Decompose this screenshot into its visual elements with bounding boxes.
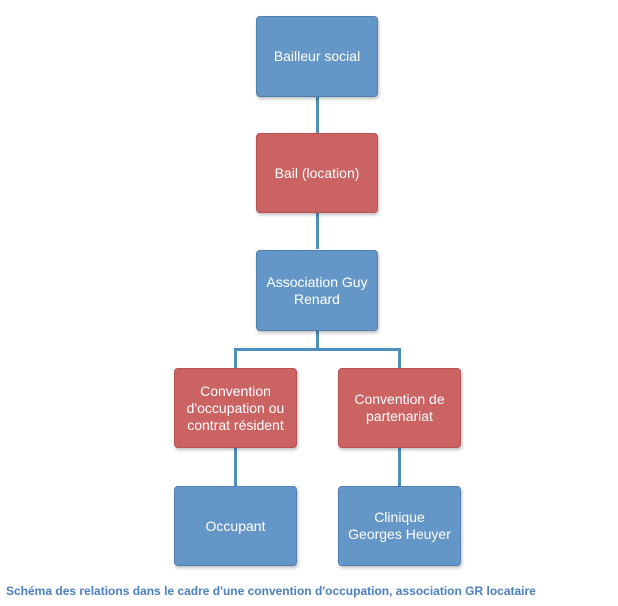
connector-bailleur-bail [316,97,319,133]
node-clinique-georges-heuyer: Clinique Georges Heuyer [338,486,461,566]
connector-left-bottom [234,448,237,486]
node-association-guy-renard: Association Guy Renard [256,250,378,331]
connector-horizontal-split [234,348,401,351]
connector-right-bottom [398,448,401,486]
node-bailleur-social: Bailleur social [256,16,378,97]
connector-bail-association [316,213,319,249]
connector-right-drop [398,348,401,368]
connector-left-drop [234,348,237,368]
node-bail-location: Bail (location) [256,133,378,213]
node-convention-occupation: Convention d'occupation ou contrat résid… [174,368,297,448]
diagram-caption: Schéma des relations dans le cadre d'une… [6,584,536,598]
connector-association-down [316,331,319,349]
node-convention-partenariat: Convention de partenariat [338,368,461,448]
node-occupant: Occupant [174,486,297,566]
